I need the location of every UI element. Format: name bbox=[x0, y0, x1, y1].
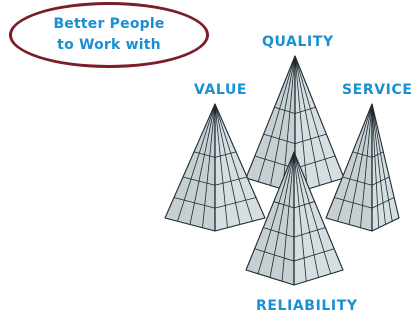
pyramid-service-right-face-rib-line bbox=[371, 103, 386, 225]
pyramid-quality-left-face-rib-line bbox=[270, 55, 296, 186]
pyramid-service-left-face-rib-line bbox=[337, 103, 373, 222]
pyramid-service-right-face-rib-line bbox=[371, 103, 380, 228]
pyramid-service-left-face-rib-line bbox=[360, 103, 373, 228]
better-people-badge: Better People to Work with bbox=[9, 2, 209, 68]
pyramid-quality-left-face-rib-line bbox=[282, 55, 296, 190]
quality-label: QUALITY bbox=[262, 34, 334, 50]
pyramid-reliability-right-face-rib-line bbox=[293, 151, 332, 274]
pyramid-reliability-right-face-rib-line bbox=[293, 151, 319, 278]
pyramid-reliability-left-face-rib-line bbox=[281, 151, 295, 282]
pyramid-value-left-face bbox=[164, 103, 216, 232]
badge-line-2: to Work with bbox=[57, 37, 161, 53]
pyramid-quality-right-face-rib-line bbox=[294, 55, 320, 186]
pyramid-service-right-face-rib-line bbox=[371, 103, 393, 222]
pyramid-service-right-face bbox=[371, 103, 400, 232]
pyramid-value bbox=[164, 103, 266, 232]
reliability-label: RELIABILITY bbox=[256, 298, 358, 314]
pyramid-quality bbox=[245, 55, 345, 194]
badge-line-1: Better People bbox=[53, 16, 165, 32]
pyramid-service bbox=[325, 103, 400, 232]
pyramid-value-left-face-rib-line bbox=[202, 103, 216, 228]
pyramid-quality-right-face-rib-line bbox=[294, 55, 308, 190]
pyramid-value-left-face-rib-line bbox=[189, 103, 216, 225]
pyramid-reliability-left-face-rib-line bbox=[269, 151, 295, 278]
pyramid-service-left-face-rib-line bbox=[348, 103, 373, 225]
value-label: VALUE bbox=[194, 82, 248, 98]
pyramid-value-left-face-rib-line bbox=[177, 103, 216, 222]
pyramid-value-right-face-rib-line bbox=[214, 103, 253, 222]
pyramid-quality-right-face-rib-line bbox=[294, 55, 333, 182]
service-label: SERVICE bbox=[342, 82, 411, 98]
pyramid-value-right-face-rib-line bbox=[214, 103, 241, 225]
pyramid-value-right-face-rib-line bbox=[214, 103, 228, 228]
pyramid-reliability bbox=[245, 151, 344, 286]
pyramid-reliability-right-face-rib-line bbox=[293, 151, 307, 282]
pyramid-quality-left-face-rib-line bbox=[257, 55, 296, 182]
pyramid-reliability-left-face-rib-line bbox=[257, 151, 295, 274]
